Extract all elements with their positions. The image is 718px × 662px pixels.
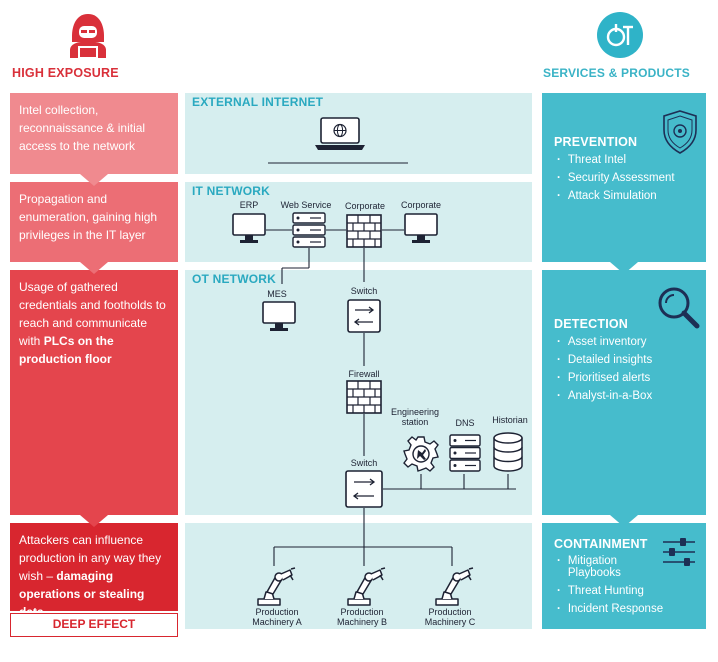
stage-arrow (80, 515, 108, 527)
web-service-label: Web Service (280, 200, 332, 210)
database-icon (493, 432, 523, 472)
robot-arm-icon (257, 567, 296, 606)
zone-it-title: IT NETWORK (192, 184, 270, 198)
exposure-stage-4: Attackers can influence production in an… (10, 523, 178, 619)
containment-list: Mitigation Playbooks Threat Hunting Inci… (557, 553, 663, 618)
dns-server-icon (449, 434, 481, 472)
corporate-firewall-icon (346, 214, 382, 248)
historian-label: Historian (492, 415, 528, 425)
magnifier-icon (658, 287, 700, 329)
erp-label: ERP (239, 200, 259, 210)
dns-label: DNS (455, 418, 475, 428)
exposure-stage-3-text: Usage of gathered credentials and footho… (19, 280, 166, 348)
exposure-stage-4-bold: damaging operations or stealing data (19, 569, 145, 619)
service-arrow (610, 515, 638, 527)
corporate-pc-label: Corporate (400, 200, 442, 210)
detection-item: Asset inventory (557, 333, 652, 351)
mes-monitor-icon (262, 301, 296, 331)
machine-c-label: Production Machinery C (424, 607, 476, 627)
robot-arm-icon (435, 567, 474, 606)
exposure-stage-3: Usage of gathered credentials and footho… (10, 270, 178, 515)
hacker-icon (70, 14, 106, 58)
exposure-stage-1: Intel collection, reconnaissance & initi… (10, 93, 178, 174)
laptop-icon (315, 117, 365, 150)
sliders-icon (663, 538, 695, 566)
firewall-label: Firewall (348, 369, 380, 379)
detection-list: Asset inventory Detailed insights Priori… (557, 333, 652, 405)
exposure-stage-1-text: Intel collection, reconnaissance & initi… (19, 103, 146, 153)
engineering-station-label: Engineering station (390, 407, 440, 427)
containment-item: Incident Response (557, 600, 663, 618)
prevention-list: Threat Intel Security Assessment Attack … (557, 151, 675, 205)
service-containment: CONTAINMENT Mitigation Playbooks Threat … (542, 523, 706, 629)
erp-monitor-icon (232, 213, 266, 243)
stage-arrow (80, 262, 108, 274)
ot-logo-icon (597, 12, 643, 58)
containment-title: CONTAINMENT (554, 537, 648, 551)
machine-b-label: Production Machinery B (336, 607, 388, 627)
shield-icon (663, 110, 697, 154)
corporate-monitor-icon (404, 213, 438, 243)
prevention-item: Attack Simulation (557, 187, 675, 205)
gear-icon (403, 436, 439, 472)
switch-top-icon (347, 299, 381, 333)
services-products-title: SERVICES & PRODUCTS (543, 66, 690, 80)
switch-bottom-label: Switch (350, 458, 378, 468)
containment-item-text: Mitigation Playbooks (567, 555, 621, 579)
deep-effect-badge: DEEP EFFECT (10, 613, 178, 637)
mes-label: MES (267, 289, 287, 299)
prevention-item: Threat Intel (557, 151, 675, 169)
service-detection: DETECTION Asset inventory Detailed insig… (542, 270, 706, 515)
switch-top-label: Switch (350, 286, 378, 296)
deep-effect-label: DEEP EFFECT (52, 617, 136, 631)
web-server-icon (292, 212, 326, 248)
machine-a-label: Production Machinery A (252, 607, 302, 627)
detection-item: Detailed insights (557, 351, 652, 369)
detection-item: Prioritised alerts (557, 369, 652, 387)
containment-item: Threat Hunting (557, 582, 663, 600)
stage-arrow (80, 174, 108, 186)
detection-title: DETECTION (554, 317, 629, 331)
zone-ot-title: OT NETWORK (192, 272, 276, 286)
exposure-stage-2-text: Propagation and enumeration, gaining hig… (19, 192, 158, 242)
robot-arm-icon (347, 567, 386, 606)
high-exposure-title: HIGH EXPOSURE (12, 66, 119, 80)
zone-production (185, 523, 532, 629)
exposure-stage-3-bold: PLCs on the production floor (19, 334, 114, 366)
service-prevention: PREVENTION Threat Intel Security Assessm… (542, 93, 706, 262)
service-arrow (610, 262, 638, 274)
exposure-stage-4-text: Attackers can influence production in an… (19, 533, 162, 583)
corporate-firewall-label: Corporate (344, 201, 386, 211)
prevention-item: Security Assessment (557, 169, 675, 187)
switch-bottom-icon (345, 470, 383, 508)
containment-item: Mitigation Playbooks (557, 553, 663, 582)
zone-external-title: EXTERNAL INTERNET (192, 95, 324, 109)
ot-firewall-icon (346, 380, 382, 414)
exposure-stage-2: Propagation and enumeration, gaining hig… (10, 182, 178, 262)
prevention-title: PREVENTION (554, 135, 638, 149)
detection-item: Analyst-in-a-Box (557, 387, 652, 405)
